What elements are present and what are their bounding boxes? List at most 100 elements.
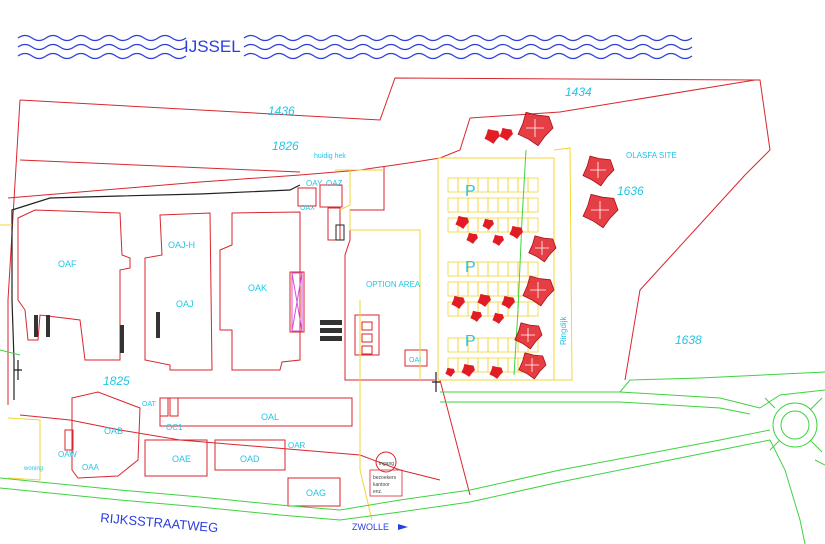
tree-icon — [522, 275, 555, 307]
sign-line-1: bezoekers — [373, 475, 397, 481]
buildings — [17, 184, 428, 507]
parcel-1825: 1825 — [103, 374, 130, 388]
building-oad: OAD — [240, 454, 260, 464]
parking-stall — [497, 281, 509, 297]
building-oaz: OAZ — [326, 179, 343, 188]
gate-markers — [14, 224, 440, 392]
parking-stall — [447, 281, 459, 297]
tree-icon — [509, 225, 523, 239]
parking-stall — [467, 217, 479, 233]
conveyor — [291, 272, 303, 332]
parking-label: P — [465, 333, 476, 350]
tree-icon — [499, 127, 513, 141]
tree-vein — [525, 358, 539, 372]
parking-stall — [487, 337, 499, 353]
road-zwolle: ZWOLLE — [352, 522, 389, 532]
building-oat: OAT — [142, 401, 157, 408]
parking-stall — [507, 357, 519, 373]
parking-stall — [527, 177, 539, 193]
tree-icon — [477, 293, 491, 307]
river-ijssel: IJSSEL — [17, 34, 693, 60]
building-oaj: OAJ — [176, 299, 194, 309]
sign-line-2: kantoor — [373, 482, 390, 488]
tree-vein — [535, 241, 549, 255]
wave-line — [17, 43, 693, 51]
parcel-1636: 1636 — [617, 184, 644, 198]
parking-stall — [497, 177, 509, 193]
tree-icon — [445, 367, 455, 377]
road-rijksstraatweg: RIJKSSTRAATWEG — [100, 510, 219, 535]
parking-stall — [477, 197, 489, 213]
parking-stall — [487, 261, 499, 277]
parking-stall — [527, 261, 539, 277]
equipment — [34, 312, 342, 353]
parking-stall — [497, 337, 509, 353]
woning-label: woning — [23, 466, 43, 472]
parcel-1434: 1434 — [565, 85, 592, 99]
building-oaw: OAW — [58, 450, 77, 459]
parking-stall — [447, 177, 459, 193]
parking-stall — [467, 281, 479, 297]
parking-stall — [477, 337, 489, 353]
parking-label: P — [465, 183, 476, 200]
tree-icon — [461, 363, 475, 377]
building-oax: OAX — [300, 205, 315, 212]
parking-stall — [487, 281, 499, 297]
parking-stall — [487, 197, 499, 213]
building-oaj-h: OAJ-H — [168, 240, 195, 250]
parcel-1436: 1436 — [268, 104, 295, 118]
tree-vein — [530, 282, 546, 298]
parking-label: P — [465, 259, 476, 276]
tree-vein — [526, 119, 544, 137]
building-oaa: OAA — [82, 463, 100, 472]
tree-icon — [489, 365, 503, 379]
building-oab: OAB — [104, 426, 123, 436]
parking-stall — [507, 177, 519, 193]
tree-icon — [484, 129, 500, 144]
parking-stall — [457, 197, 469, 213]
olasfa-site-label: OLASFA SITE — [626, 151, 677, 160]
parking-stall — [477, 177, 489, 193]
tree-icon — [482, 218, 494, 230]
tree-vein — [521, 328, 535, 342]
parking-stall — [447, 261, 459, 277]
river-name: IJSSEL — [184, 37, 241, 56]
building-oal: OAL — [261, 412, 279, 422]
tree-icon — [466, 232, 478, 244]
parking-stall — [497, 197, 509, 213]
parking-stall — [477, 281, 489, 297]
parking-stall — [527, 217, 539, 233]
building-oar: OAR — [288, 441, 306, 450]
parking-stall — [527, 197, 539, 213]
parking-area — [0, 147, 573, 521]
parking-stall — [497, 217, 509, 233]
parking-stall — [507, 281, 519, 297]
tree-icon — [582, 193, 619, 229]
parking-stall — [487, 177, 499, 193]
roads — [0, 149, 825, 544]
tree-icon — [451, 295, 465, 309]
building-oc1: OC1 — [166, 423, 183, 432]
building-oai: OAI — [409, 357, 421, 364]
right-arrow-icon — [398, 524, 408, 530]
trees — [445, 111, 619, 380]
parking-stall — [497, 261, 509, 277]
parking-stall — [477, 357, 489, 373]
parking-stall — [477, 261, 489, 277]
tree-icon — [455, 215, 469, 229]
parking-stall — [447, 197, 459, 213]
building-oae: OAE — [172, 454, 191, 464]
parking-stall — [467, 197, 479, 213]
tree-icon — [501, 295, 515, 309]
parking-stall — [527, 301, 539, 317]
building-oaf: OAF — [58, 259, 77, 269]
sign-line-3: enz. — [373, 489, 382, 495]
sign-top: ingang — [379, 461, 394, 467]
option-area-label: OPTION AREA — [366, 280, 421, 289]
wave-line — [17, 52, 693, 60]
parking-stall — [447, 217, 459, 233]
tree-icon — [582, 155, 615, 187]
wave-line — [17, 34, 693, 42]
parking-stall — [507, 197, 519, 213]
